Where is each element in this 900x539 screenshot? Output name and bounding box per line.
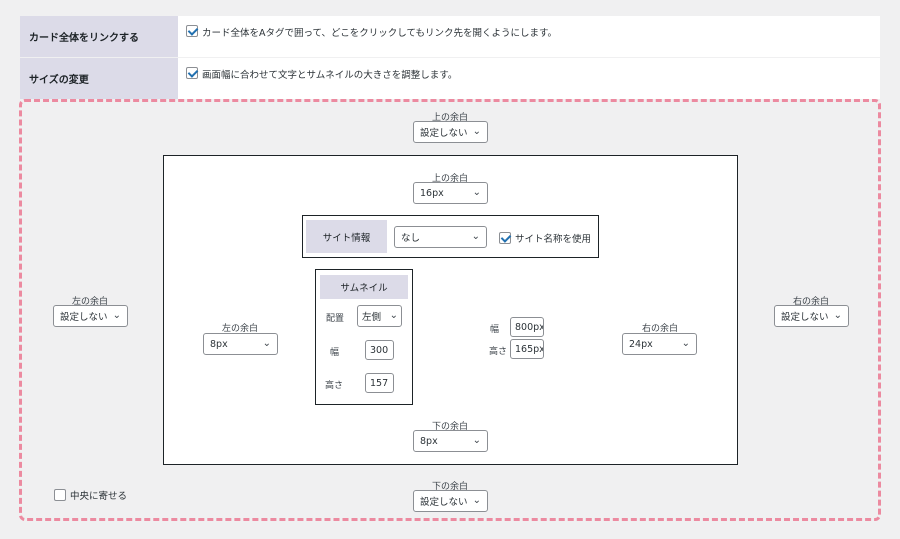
inner-top-margin-value: 16px: [420, 187, 444, 199]
outer-left-margin-value: 設定しない: [60, 312, 108, 323]
site-info-value: なし: [401, 233, 421, 244]
inner-left-margin-value: 8px: [210, 338, 228, 350]
use-site-name-checkbox[interactable]: [499, 232, 511, 244]
chevron-down-icon: ⌄: [472, 435, 481, 446]
center-align-option: 中央に寄せる: [54, 488, 127, 502]
outer-bottom-margin-select[interactable]: 設定しない ⌄: [413, 490, 488, 512]
inner-top-margin-select[interactable]: 16px ⌄: [413, 182, 488, 204]
inner-left-margin-label: 左の余白: [221, 324, 258, 334]
chevron-down-icon: ⌄: [389, 310, 398, 321]
site-info-label: サイト情報: [306, 220, 387, 253]
chevron-down-icon: ⌄: [681, 338, 690, 349]
chevron-down-icon: ⌄: [472, 187, 481, 198]
resize-label: サイズの変更: [20, 58, 178, 99]
chevron-down-icon: ⌄: [471, 231, 480, 242]
thumbnail-position-label: 配置: [326, 314, 345, 324]
setting-row-resize: サイズの変更 画面幅に合わせて文字とサムネイルの大きさを調整します。: [20, 58, 880, 99]
use-site-name-label: サイト名称を使用: [515, 234, 592, 245]
inner-bottom-margin-label: 下の余白: [431, 422, 468, 432]
outer-bottom-margin-value: 設定しない: [420, 497, 468, 508]
thumbnail-height-input[interactable]: 157: [365, 373, 394, 393]
settings-table: カード全体をリンクする カード全体をAタグで囲って、どこをクリックしてもリンク先…: [20, 16, 880, 100]
link-card-option: カード全体をAタグで囲って、どこをクリックしてもリンク先を開くようにします。: [178, 16, 880, 57]
thumbnail-position-value: 左側: [362, 312, 382, 323]
center-align-checkbox[interactable]: [54, 489, 66, 501]
inner-left-margin-select[interactable]: 8px ⌄: [203, 333, 278, 355]
card-width-input[interactable]: 800px: [510, 317, 544, 337]
card-height-input[interactable]: 165px: [510, 339, 544, 359]
outer-right-margin-value: 設定しない: [781, 312, 829, 323]
thumbnail-position-select[interactable]: 左側 ⌄: [357, 305, 402, 327]
link-card-description: カード全体をAタグで囲って、どこをクリックしてもリンク先を開くようにします。: [202, 28, 558, 39]
link-card-checkbox[interactable]: [186, 25, 198, 37]
resize-option: 画面幅に合わせて文字とサムネイルの大きさを調整します。: [178, 58, 880, 99]
outer-right-margin-select[interactable]: 設定しない ⌄: [774, 305, 849, 327]
center-align-label: 中央に寄せる: [70, 491, 128, 502]
card-box: [163, 155, 738, 465]
resize-checkbox[interactable]: [186, 67, 198, 79]
outer-top-margin-select[interactable]: 設定しない ⌄: [413, 121, 488, 143]
chevron-down-icon: ⌄: [472, 495, 481, 506]
inner-bottom-margin-value: 8px: [420, 435, 438, 447]
outer-top-margin-label: 上の余白: [431, 113, 468, 123]
inner-right-margin-label: 右の余白: [641, 324, 678, 334]
use-site-name-option: サイト名称を使用: [499, 231, 591, 245]
chevron-down-icon: ⌄: [472, 126, 481, 137]
card-height-label: 高さ: [489, 347, 508, 357]
thumbnail-label: サムネイル: [320, 275, 408, 299]
thumbnail-width-label: 幅: [330, 348, 340, 358]
inner-right-margin-select[interactable]: 24px ⌄: [622, 333, 697, 355]
inner-top-margin-label: 上の余白: [431, 174, 468, 184]
outer-left-margin-label: 左の余白: [71, 297, 108, 307]
chevron-down-icon: ⌄: [833, 310, 842, 321]
outer-top-margin-value: 設定しない: [420, 128, 468, 139]
chevron-down-icon: ⌄: [112, 310, 121, 321]
resize-description: 画面幅に合わせて文字とサムネイルの大きさを調整します。: [202, 70, 458, 81]
card-width-label: 幅: [490, 325, 500, 335]
inner-right-margin-value: 24px: [629, 338, 653, 350]
outer-bottom-margin-label: 下の余白: [431, 482, 468, 492]
link-card-label: カード全体をリンクする: [20, 16, 178, 57]
setting-row-link-card: カード全体をリンクする カード全体をAタグで囲って、どこをクリックしてもリンク先…: [20, 16, 880, 57]
thumbnail-height-label: 高さ: [325, 381, 344, 391]
chevron-down-icon: ⌄: [262, 338, 271, 349]
outer-right-margin-label: 右の余白: [792, 297, 829, 307]
site-info-select[interactable]: なし ⌄: [394, 226, 487, 248]
outer-left-margin-select[interactable]: 設定しない ⌄: [53, 305, 128, 327]
thumbnail-width-input[interactable]: 300: [365, 340, 394, 360]
inner-bottom-margin-select[interactable]: 8px ⌄: [413, 430, 488, 452]
